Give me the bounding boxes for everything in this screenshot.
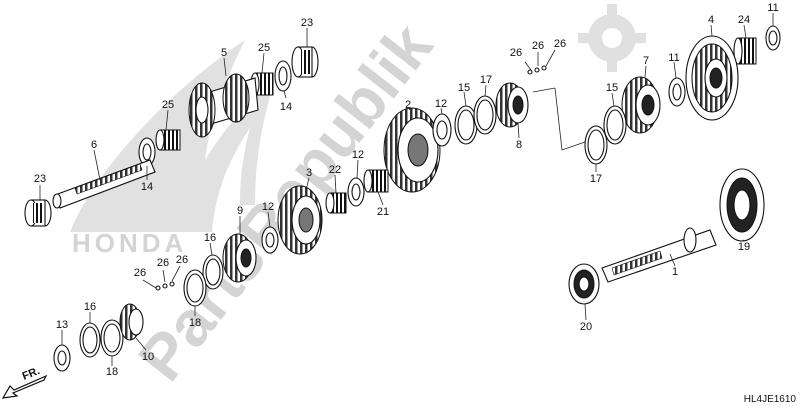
gear-logo-icon	[578, 4, 646, 72]
callout-19: 19	[738, 241, 750, 253]
washer-14-lower	[138, 137, 156, 167]
washer-12-left	[261, 226, 279, 254]
callout-25: 25	[162, 99, 174, 111]
balls-26-right	[527, 65, 547, 75]
callout-11: 11	[668, 52, 679, 64]
front-direction-arrow: FR.	[1, 365, 48, 399]
callout-1: 1	[672, 266, 678, 278]
gear-9	[222, 233, 257, 283]
gear-8	[495, 82, 529, 128]
leader-lines	[39, 13, 774, 366]
callout-numbers: 23 5 25 14 25 6 14 23 2 12 15 17 8 26 26…	[34, 2, 779, 378]
callout-10: 10	[142, 351, 154, 363]
circlip-17-right	[584, 125, 608, 165]
bearing-19	[719, 168, 765, 242]
callout-26: 26	[176, 254, 188, 266]
gear-10	[119, 303, 144, 341]
washer-11-right	[765, 25, 781, 51]
needle-bearing-25-lower	[155, 129, 181, 151]
watermark-brand-text: HONDA	[72, 228, 187, 258]
callout-23: 23	[301, 17, 313, 29]
callout-25: 25	[258, 42, 270, 54]
callout-7: 7	[643, 55, 649, 67]
callout-12: 12	[262, 201, 274, 213]
callout-4: 4	[708, 14, 714, 26]
callout-21: 21	[377, 206, 389, 218]
callout-22: 22	[329, 164, 341, 176]
needle-bearing-23-left	[24, 199, 52, 227]
arrow-icon	[1, 374, 48, 399]
circlip-16-mid	[202, 254, 224, 290]
callout-26: 26	[157, 257, 169, 269]
callout-12: 12	[435, 98, 447, 110]
callout-2: 2	[405, 99, 411, 111]
needle-bearing-23-top	[291, 46, 319, 78]
callout-24: 24	[738, 14, 750, 26]
callout-18: 18	[189, 317, 201, 329]
circlip-18-mid	[183, 269, 207, 307]
callout-20: 20	[580, 321, 592, 333]
callout-17: 17	[480, 74, 492, 86]
callout-26: 26	[532, 40, 544, 52]
washer-12-right	[347, 177, 365, 207]
diagram-code: HL4JE1610	[744, 394, 797, 405]
callout-6: 6	[91, 139, 97, 151]
circlip-17-center	[473, 95, 497, 135]
gear-7	[621, 76, 661, 134]
callout-16: 16	[84, 301, 96, 313]
callout-23: 23	[34, 173, 46, 185]
shaft-1	[601, 227, 717, 283]
callout-26: 26	[554, 38, 566, 50]
washer-11-mid	[668, 77, 686, 107]
bushing-22	[325, 192, 347, 214]
callout-15: 15	[458, 82, 470, 94]
needle-bearing-21	[363, 169, 389, 193]
circlip-16-left	[79, 322, 101, 358]
callout-9: 9	[237, 205, 243, 217]
callout-13: 13	[56, 319, 68, 331]
gear-2	[383, 107, 441, 193]
washer-14-top	[274, 60, 292, 92]
callout-15: 15	[606, 82, 618, 94]
callout-8: 8	[516, 139, 522, 151]
gear-5	[188, 73, 259, 138]
callout-14: 14	[141, 181, 153, 193]
gear-3	[277, 185, 323, 255]
callout-16: 16	[204, 232, 216, 244]
circlip-15-right	[603, 105, 627, 145]
callout-26: 26	[134, 267, 146, 279]
needle-bearing-24	[733, 37, 757, 65]
shaft-6	[52, 159, 156, 209]
gear-4	[685, 35, 739, 121]
callout-12: 12	[352, 149, 364, 161]
washer-12-center	[432, 113, 452, 147]
bearing-20	[568, 263, 600, 305]
callout-26: 26	[510, 47, 522, 59]
callout-14: 14	[280, 101, 292, 113]
callout-5: 5	[221, 47, 227, 59]
callout-18: 18	[106, 366, 118, 378]
callout-17: 17	[590, 173, 602, 185]
callout-11: 11	[767, 2, 778, 14]
balls-26-left	[155, 281, 175, 291]
washer-13	[53, 344, 71, 372]
callout-3: 3	[306, 167, 312, 179]
